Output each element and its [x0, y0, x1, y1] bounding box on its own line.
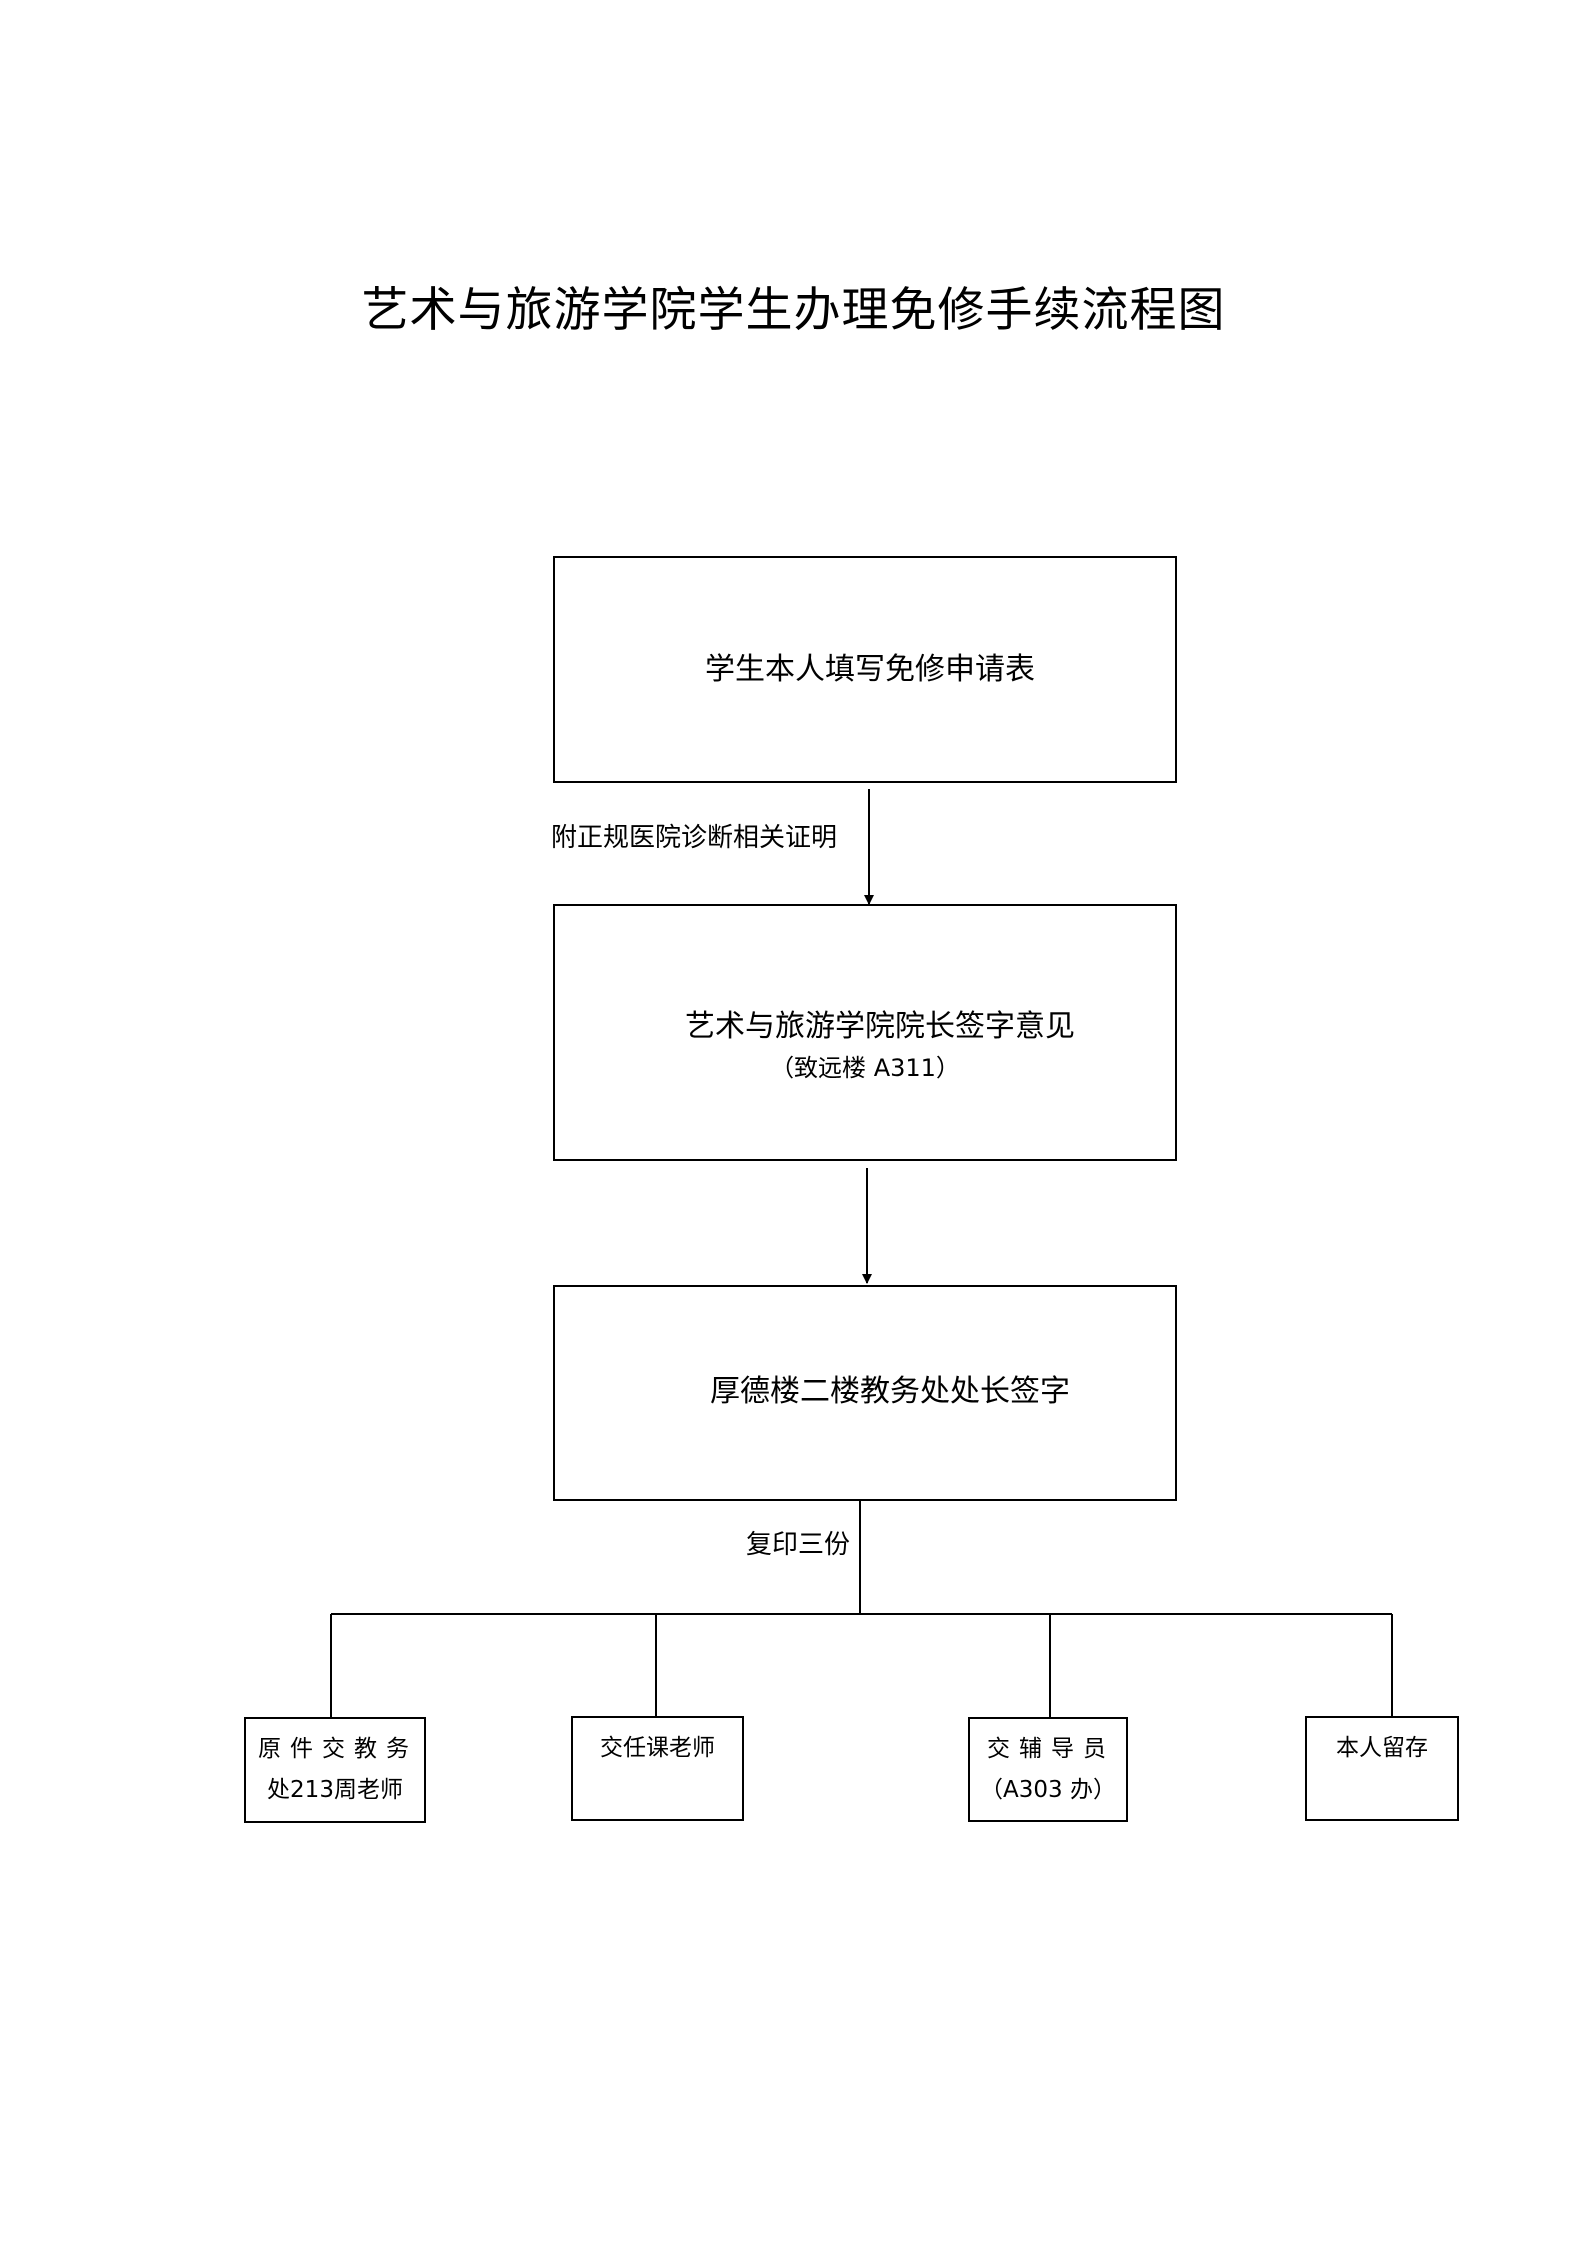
- step-fill-application-label: 学生本人填写免修申请表: [705, 652, 1035, 687]
- step-academic-affairs-signature-label: 厚德楼二楼教务处处长签字: [710, 1374, 1070, 1409]
- step-fill-application: 学生本人填写免修申请表: [553, 556, 1177, 783]
- edge-label-medical-proof: 附正规医院诊断相关证明: [551, 823, 838, 853]
- leaf-teacher-line1: 交任课老师: [600, 1735, 715, 1761]
- step-academic-affairs-signature: 厚德楼二楼教务处处长签字: [553, 1285, 1177, 1501]
- leaf-self-line1: 本人留存: [1336, 1735, 1428, 1761]
- leaf-counselor-line2: （A303 办）: [980, 1777, 1116, 1803]
- step-dean-signature-label: 艺术与旅游学院院长签字意见: [685, 1009, 1075, 1044]
- leaf-counselor-line1: 交辅导员: [987, 1736, 1115, 1762]
- step-dean-signature-location: （致远楼 A311）: [770, 1054, 960, 1082]
- leaf-to-counselor: 交辅导员 （A303 办）: [968, 1717, 1128, 1822]
- leaf-original-line1: 原件交教务: [258, 1736, 418, 1762]
- step-dean-signature: 艺术与旅游学院院长签字意见 （致远楼 A311）: [553, 904, 1177, 1161]
- leaf-to-course-teacher: 交任课老师: [571, 1716, 744, 1821]
- leaf-original-line2: 处213周老师: [267, 1777, 403, 1803]
- leaf-self-keep: 本人留存: [1305, 1716, 1459, 1821]
- edge-label-three-copies: 复印三份: [746, 1530, 851, 1560]
- leaf-original-to-academic-affairs: 原件交教务 处213周老师: [244, 1717, 426, 1823]
- page-title: 艺术与旅游学院学生办理免修手续流程图: [361, 283, 1226, 338]
